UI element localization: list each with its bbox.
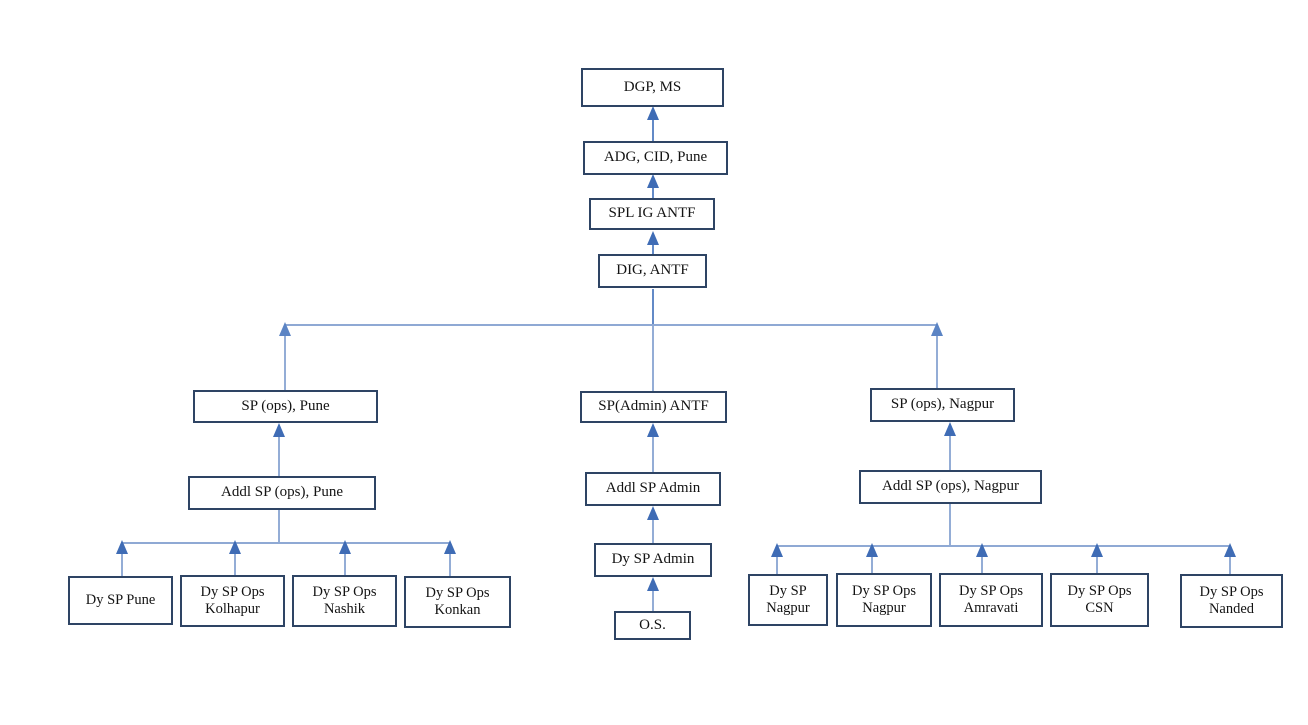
node-dig-antf[interactable]: DIG, ANTF: [598, 254, 707, 288]
node-addl-sp-admin[interactable]: Addl SP Admin: [585, 472, 721, 506]
node-sp-ops-pune[interactable]: SP (ops), Pune: [193, 390, 378, 423]
node-dy-sp-ops-nanded[interactable]: Dy SP Ops Nanded: [1180, 574, 1283, 628]
edge-os-to-dyspadmin: [647, 577, 659, 611]
node-sp-admin-antf[interactable]: SP(Admin) ANTF: [580, 391, 727, 423]
node-dgp-ms[interactable]: DGP, MS: [581, 68, 724, 107]
node-dy-sp-admin[interactable]: Dy SP Admin: [594, 543, 712, 577]
edge-addladmin-to-spadmin: [647, 423, 659, 472]
node-addl-sp-ops-nagpur[interactable]: Addl SP (ops), Nagpur: [859, 470, 1042, 504]
node-sp-ops-nagpur[interactable]: SP (ops), Nagpur: [870, 388, 1015, 422]
node-dy-sp-ops-kolhapur[interactable]: Dy SP Ops Kolhapur: [180, 575, 285, 627]
node-dy-sp-ops-nashik[interactable]: Dy SP Ops Nashik: [292, 575, 397, 627]
node-dy-sp-nagpur[interactable]: Dy SP Nagpur: [748, 574, 828, 626]
edge-addlpune-to-sppune: [273, 423, 285, 476]
node-dy-sp-ops-amravati[interactable]: Dy SP Ops Amravati: [939, 573, 1043, 627]
distribution-bar-pune: [116, 510, 456, 576]
edge-dig-to-splig: [647, 231, 659, 254]
node-spl-ig-antf[interactable]: SPL IG ANTF: [589, 198, 715, 230]
node-dy-sp-ops-csn[interactable]: Dy SP Ops CSN: [1050, 573, 1149, 627]
distribution-bar-nagpur: [771, 504, 1236, 574]
node-addl-sp-ops-pune[interactable]: Addl SP (ops), Pune: [188, 476, 376, 510]
edge-splig-to-adg: [647, 174, 659, 198]
node-dy-sp-ops-nagpur[interactable]: Dy SP Ops Nagpur: [836, 573, 932, 627]
distribution-bar-level4: [279, 322, 943, 391]
node-adg-cid-pune[interactable]: ADG, CID, Pune: [583, 141, 728, 175]
edge-addlnagpur-to-spnagpur: [944, 422, 956, 470]
node-dy-sp-pune[interactable]: Dy SP Pune: [68, 576, 173, 625]
node-os[interactable]: O.S.: [614, 611, 691, 640]
node-dy-sp-ops-konkan[interactable]: Dy SP Ops Konkan: [404, 576, 511, 628]
edge-dyspadmin-to-addladmin: [647, 506, 659, 543]
edge-adg-to-dgp: [647, 106, 659, 141]
